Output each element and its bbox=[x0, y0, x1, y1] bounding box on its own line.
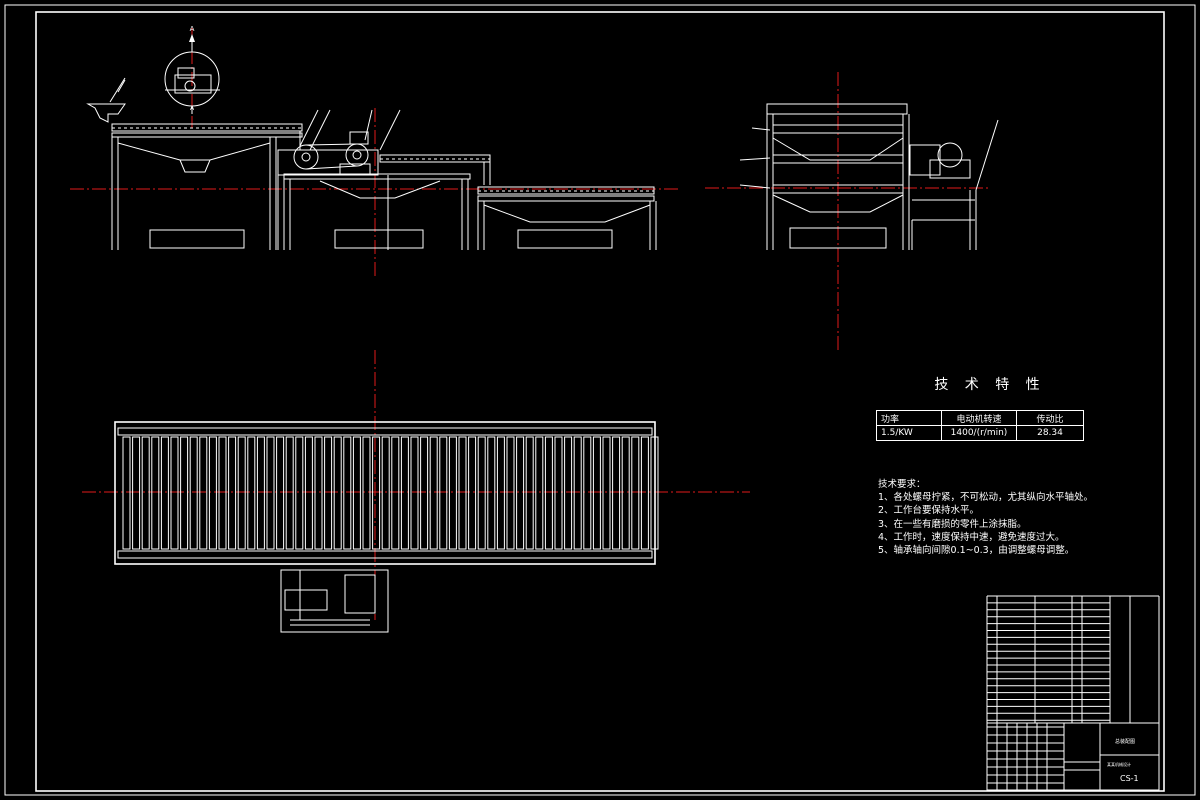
spec-header-power: 功率 bbox=[876, 410, 942, 426]
belt-slat bbox=[324, 436, 333, 550]
technical-requirements: 技术要求： 1、各处螺母拧紧，不可松动，尤其纵向水平轴处。 2、工作台要保持水平… bbox=[878, 478, 1093, 557]
belt-slat bbox=[640, 436, 649, 550]
belt-slat bbox=[381, 436, 390, 550]
belt-slat bbox=[160, 436, 169, 550]
belt-slat bbox=[180, 436, 189, 550]
belt-slat bbox=[362, 436, 371, 550]
belt-slat bbox=[439, 436, 448, 550]
belt-slat bbox=[496, 436, 505, 550]
section-label-top: A bbox=[190, 25, 195, 33]
belt-slats bbox=[122, 436, 659, 550]
belt-slat bbox=[516, 436, 525, 550]
requirement-item: 4、工作时，速度保持中速，避免速度过大。 bbox=[878, 531, 1065, 543]
belt-slat bbox=[487, 436, 496, 550]
spec-value-speed: 1400/(r/min) bbox=[941, 425, 1017, 441]
parts-list bbox=[986, 595, 1160, 790]
belt-slat bbox=[631, 436, 640, 550]
belt-slat bbox=[352, 436, 361, 550]
title-block bbox=[986, 722, 1160, 791]
spec-header-speed: 电动机转速 bbox=[941, 410, 1017, 426]
belt-slat bbox=[343, 436, 352, 550]
belt-slat bbox=[333, 436, 342, 550]
belt-slat bbox=[276, 436, 285, 550]
belt-slat bbox=[314, 436, 323, 550]
belt-slat bbox=[448, 436, 457, 550]
belt-slat bbox=[535, 436, 544, 550]
spec-value-row: 1.5/KW 1400/(r/min) 28.34 bbox=[876, 425, 1084, 441]
belt-slat bbox=[132, 436, 141, 550]
belt-slat bbox=[544, 436, 553, 550]
belt-slat bbox=[650, 436, 659, 550]
belt-slat bbox=[247, 436, 256, 550]
spec-table: 功率 电动机转速 传动比 1.5/KW 1400/(r/min) 28.34 bbox=[876, 410, 1084, 441]
requirement-item: 5、轴承轴向间隙0.1~0.3，由调整螺母调整。 bbox=[878, 545, 1075, 557]
side-view bbox=[705, 72, 999, 350]
belt-slat bbox=[122, 436, 131, 550]
belt-slat bbox=[285, 436, 294, 550]
belt-slat bbox=[592, 436, 601, 550]
belt-slat bbox=[506, 436, 515, 550]
inner-frame bbox=[35, 11, 1165, 792]
title-block-subtitle: 某某机械设计 bbox=[1107, 762, 1131, 767]
requirement-item: 2、工作台要保持水平。 bbox=[878, 505, 980, 517]
belt-slat bbox=[141, 436, 150, 550]
belt-slat bbox=[208, 436, 217, 550]
belt-slat bbox=[410, 436, 419, 550]
belt-slat bbox=[304, 436, 313, 550]
belt-slat bbox=[621, 436, 630, 550]
belt-slat bbox=[554, 436, 563, 550]
belt-slat bbox=[372, 436, 381, 550]
belt-slat bbox=[199, 436, 208, 550]
belt-slat bbox=[583, 436, 592, 550]
belt-slat bbox=[237, 436, 246, 550]
tech-characteristics-title: 技 术 特 性 bbox=[934, 377, 1046, 393]
requirements-title: 技术要求： bbox=[878, 479, 926, 490]
belt-slat bbox=[295, 436, 304, 550]
spec-header-ratio: 传动比 bbox=[1016, 410, 1084, 426]
spec-header-row: 功率 电动机转速 传动比 bbox=[876, 410, 1084, 426]
belt-slat bbox=[218, 436, 227, 550]
belt-slat bbox=[151, 436, 160, 550]
belt-slat bbox=[602, 436, 611, 550]
belt-slat bbox=[468, 436, 477, 550]
plan-view bbox=[82, 350, 750, 633]
spec-value-power: 1.5/KW bbox=[876, 425, 942, 441]
belt-slat bbox=[458, 436, 467, 550]
belt-slat bbox=[477, 436, 486, 550]
title-block-name: 总装配图 bbox=[1115, 739, 1136, 745]
front-elevation-view: A A bbox=[70, 25, 680, 278]
belt-slat bbox=[170, 436, 179, 550]
requirement-item: 3、在一些有磨损的零件上涂抹脂。 bbox=[878, 518, 1027, 530]
belt-slat bbox=[420, 436, 429, 550]
belt-slat bbox=[189, 436, 198, 550]
belt-slat bbox=[612, 436, 621, 550]
outer-border bbox=[4, 4, 1196, 796]
section-label-bottom: A bbox=[190, 105, 195, 112]
belt-slat bbox=[266, 436, 275, 550]
belt-slat bbox=[573, 436, 582, 550]
belt-slat bbox=[429, 436, 438, 550]
requirement-item: 1、各处螺母拧紧，不可松动，尤其纵向水平轴处。 bbox=[878, 492, 1094, 504]
belt-slat bbox=[400, 436, 409, 550]
belt-slat bbox=[256, 436, 265, 550]
belt-slat bbox=[391, 436, 400, 550]
belt-slat bbox=[525, 436, 534, 550]
belt-slat bbox=[564, 436, 573, 550]
drawing-number: CS-1 bbox=[1120, 774, 1139, 783]
spec-value-ratio: 28.34 bbox=[1016, 425, 1084, 441]
belt-slat bbox=[228, 436, 237, 550]
